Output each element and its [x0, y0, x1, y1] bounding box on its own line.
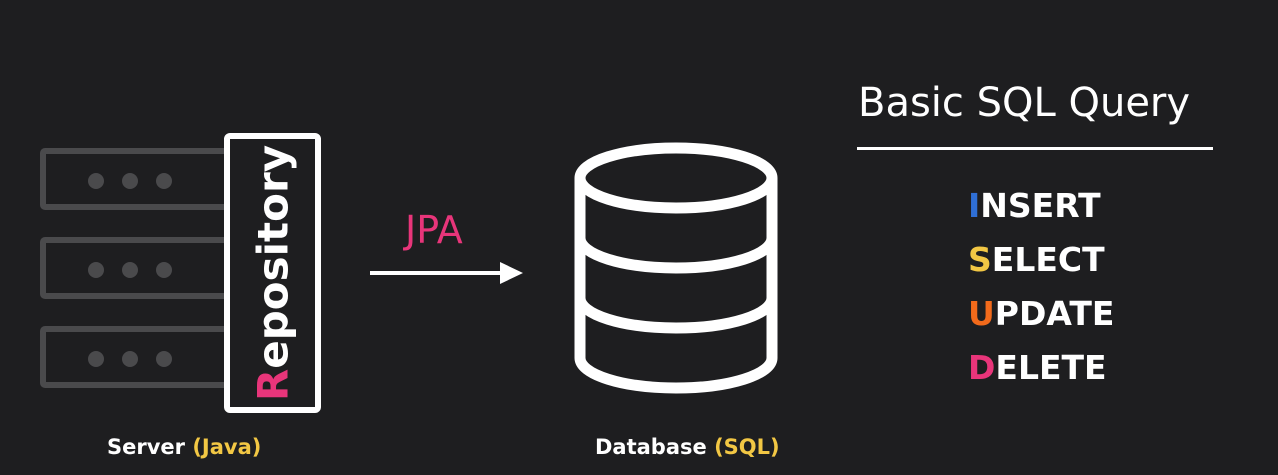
- query-delete: DELETE: [968, 348, 1114, 402]
- repository-first-letter: R: [248, 368, 297, 402]
- database-icon: [574, 142, 778, 394]
- query-update: UPDATE: [968, 294, 1114, 348]
- database-caption-main: Database: [595, 435, 715, 459]
- query-first-letter: I: [968, 186, 981, 225]
- rack-dot: [88, 351, 104, 367]
- query-first-letter: U: [968, 294, 995, 333]
- arrow-right-icon: [370, 262, 523, 284]
- database-caption: Database (SQL): [595, 435, 780, 459]
- rack-dot: [156, 351, 172, 367]
- rack-dot: [122, 262, 138, 278]
- rack-dot: [122, 351, 138, 367]
- query-insert: INSERT: [968, 186, 1114, 240]
- rack-dot: [156, 262, 172, 278]
- database-caption-highlight: (SQL): [714, 435, 780, 459]
- query-rest: PDATE: [994, 294, 1115, 333]
- repository-box: Repository: [224, 133, 321, 413]
- rack-dot: [156, 173, 172, 189]
- server-caption-highlight: (Java): [192, 435, 262, 459]
- query-first-letter: S: [968, 240, 992, 279]
- repository-rest: epository: [248, 144, 297, 369]
- repository-label: Repository: [248, 145, 297, 401]
- rack-dot: [88, 173, 104, 189]
- server-caption: Server (Java): [107, 435, 261, 459]
- query-first-letter: D: [968, 348, 996, 387]
- jpa-label: JPA: [405, 208, 463, 252]
- query-rest: NSERT: [980, 186, 1101, 225]
- query-rest: ELETE: [995, 348, 1107, 387]
- query-rest: ELECT: [991, 240, 1105, 279]
- title-divider: [857, 147, 1213, 150]
- rack-dot: [88, 262, 104, 278]
- sql-title: Basic SQL Query: [858, 80, 1191, 126]
- query-select: SELECT: [968, 240, 1114, 294]
- rack-dot: [122, 173, 138, 189]
- server-caption-main: Server: [107, 435, 193, 459]
- sql-query-list: INSERT SELECT UPDATE DELETE: [968, 186, 1114, 402]
